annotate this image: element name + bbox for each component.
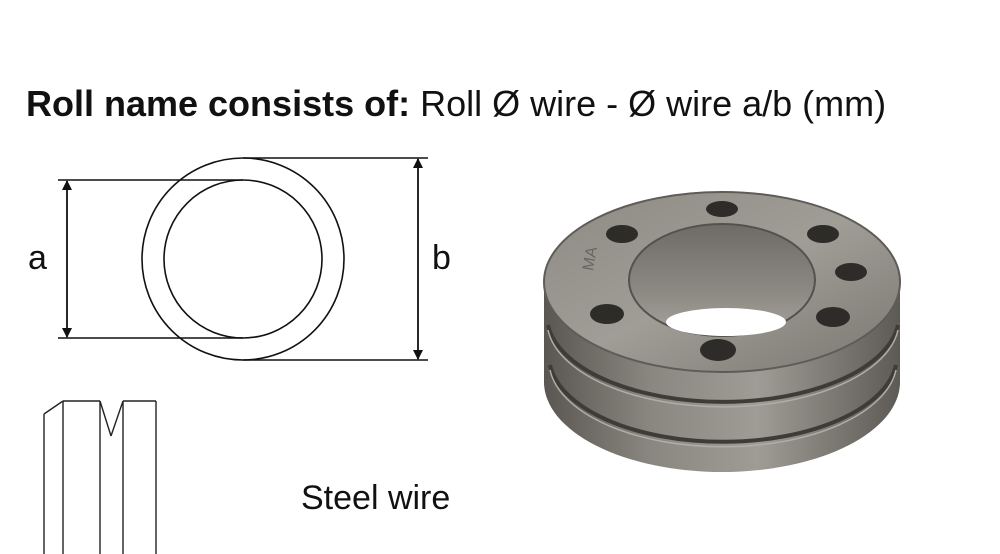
roll-groove-lower [548,364,898,444]
dimension-a-label: a [28,239,47,277]
headline: Roll name consists of: Roll Ø wire - Ø w… [26,82,886,126]
v-groove-profile [43,400,157,554]
roll-bore [628,223,816,337]
headline-bold: Roll name consists of: [26,83,411,124]
groove-caption: Steel wire [301,479,451,517]
headline-rest: Roll Ø wire - Ø wire a/b (mm) [410,83,887,124]
roll-holes [590,201,867,361]
roll-marking: MA [580,245,601,272]
dimension-b-label: b [432,239,451,277]
roll-groove-upper [546,324,900,404]
